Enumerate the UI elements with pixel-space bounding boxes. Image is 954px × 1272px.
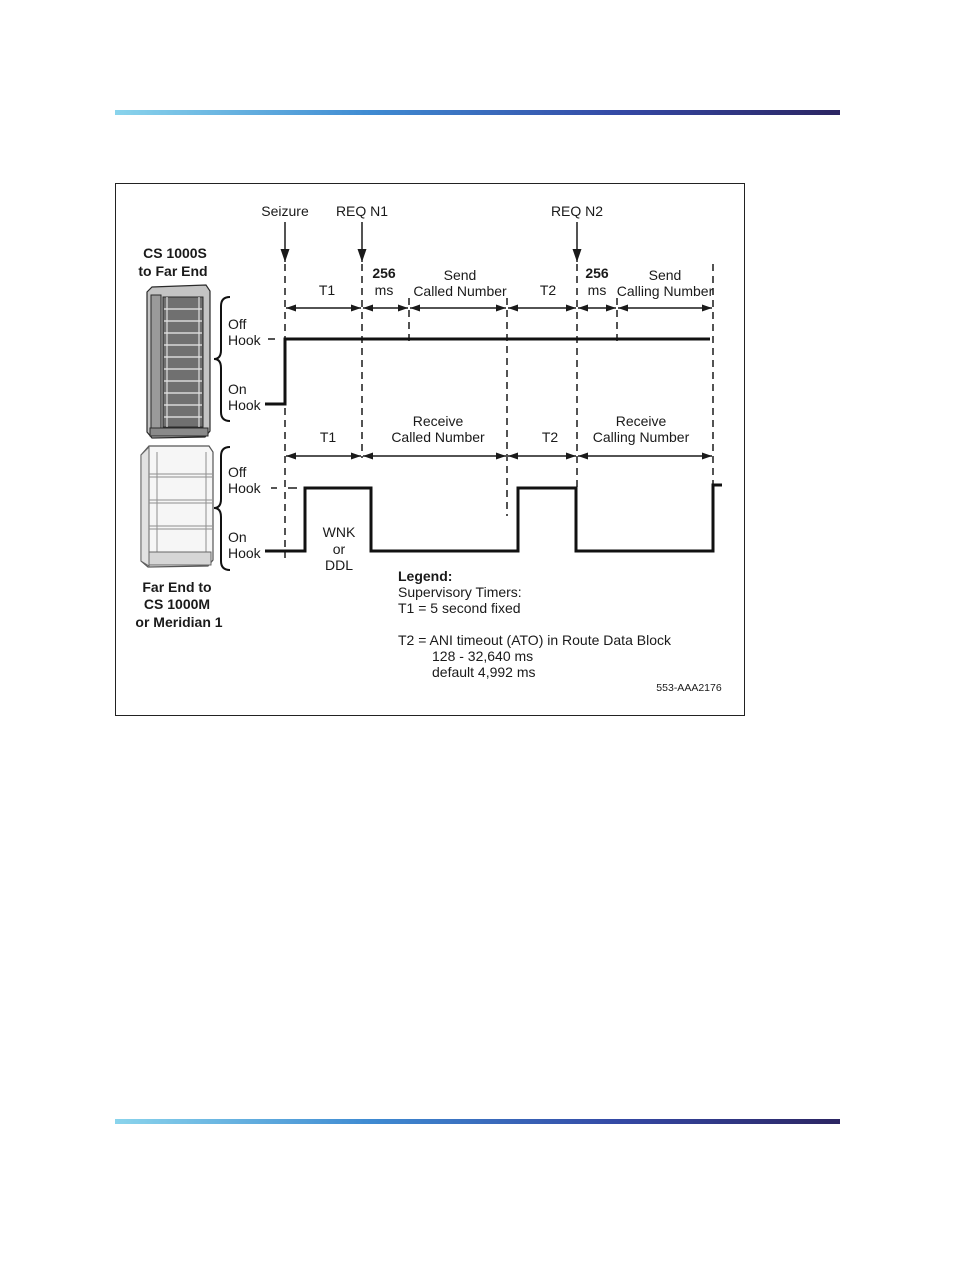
req-n1-label: REQ N1	[336, 203, 388, 219]
send-called-label-line1: Send	[444, 267, 477, 283]
cabinet-body	[140, 445, 214, 568]
legend-title: Legend:	[398, 568, 452, 584]
bottom-t1-label: T1	[320, 429, 337, 445]
rack-base	[149, 427, 209, 437]
top-off-hook-label: Hook	[228, 332, 262, 348]
bottom-device-label-line2: CS 1000M	[144, 596, 210, 612]
cabinet-sections	[149, 452, 212, 552]
send-calling-label-line2: Calling Number	[617, 283, 714, 299]
figure-frame	[115, 183, 745, 716]
req-n2-label: REQ N2	[551, 203, 603, 219]
far-end-cabinet-illustration	[140, 445, 214, 568]
far-end-hook-waveform	[265, 483, 722, 553]
bottom-state-brace	[213, 446, 231, 571]
top-delay1-value: 256	[372, 265, 396, 281]
bottom-device-label-line3: or Meridian 1	[135, 614, 222, 630]
legend-t2-range: 128 - 32,640 ms	[432, 648, 533, 664]
receive-called-label-line1: Receive	[413, 413, 464, 429]
wink-label-line3: DDL	[325, 557, 353, 573]
rack-side-panel	[150, 294, 162, 430]
seizure-label: Seizure	[261, 203, 309, 219]
top-t2-label: T2	[540, 282, 557, 298]
legend-t2-default: default 4,992 ms	[432, 664, 536, 680]
top-off-label: Off	[228, 316, 247, 332]
top-delay2-unit: ms	[588, 282, 607, 298]
rack-front-panel	[162, 296, 204, 428]
send-called-label-line2: Called Number	[413, 283, 507, 299]
wink-label-line1: WNK	[323, 524, 356, 540]
cs-1000s-hook-waveform	[265, 337, 710, 406]
top-device-label-line2: to Far End	[138, 263, 207, 279]
top-on-label: On	[228, 381, 247, 397]
legend-t1: T1 = 5 second fixed	[398, 600, 521, 616]
top-delay2-value: 256	[585, 265, 609, 281]
top-t1-label: T1	[319, 282, 336, 298]
bottom-off-hook-label: Hook	[228, 480, 262, 496]
bottom-device-label-line1: Far End to	[142, 579, 211, 595]
wink-label-line2: or	[333, 541, 346, 557]
receive-called-label-line2: Called Number	[391, 429, 485, 445]
cabinet-base	[148, 551, 212, 566]
bottom-on-label: On	[228, 529, 247, 545]
top-delay1-unit: ms	[375, 282, 394, 298]
send-calling-label-line1: Send	[649, 267, 682, 283]
top-on-hook-label: Hook	[228, 397, 262, 413]
bottom-on-hook-label: Hook	[228, 545, 262, 561]
cs-1000s-rack-illustration	[146, 284, 211, 439]
top-device-label-line1: CS 1000S	[143, 245, 207, 261]
bottom-off-label: Off	[228, 464, 247, 480]
bottom-t2-label: T2	[542, 429, 559, 445]
figure-id: 553-AAA2176	[656, 682, 722, 694]
legend-subtitle: Supervisory Timers:	[398, 584, 522, 600]
footer-gradient-bar	[115, 1119, 840, 1124]
receive-calling-label-line2: Calling Number	[593, 429, 690, 445]
header-gradient-bar	[115, 110, 840, 115]
legend-t2: T2 = ANI timeout (ATO) in Route Data Blo…	[398, 632, 672, 648]
cabinet-side-panel	[140, 445, 150, 567]
top-state-brace	[213, 296, 231, 422]
receive-calling-label-line1: Receive	[616, 413, 667, 429]
rack-shelves	[164, 308, 202, 418]
